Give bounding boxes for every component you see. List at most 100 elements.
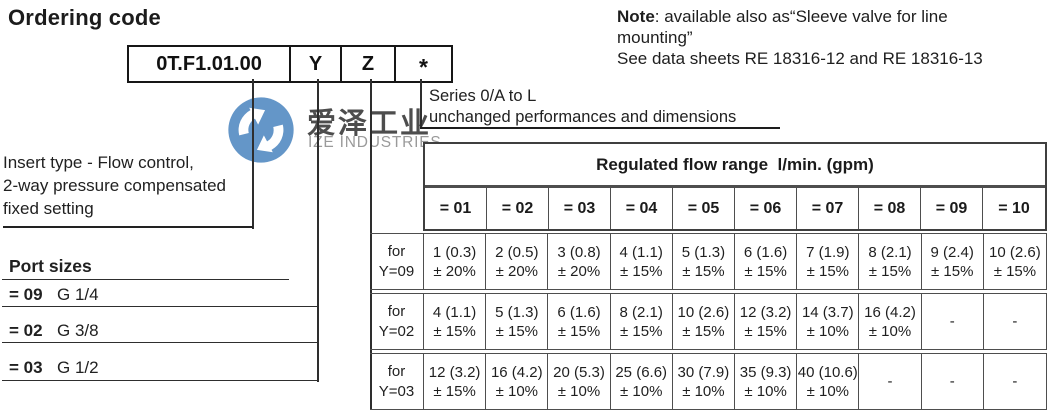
- row-label-1: for Y=02: [370, 293, 423, 350]
- cell-line: 16 (4.2): [490, 363, 543, 381]
- table-cell: 9 (2.4)± 15%: [922, 234, 984, 289]
- cell-line: 16 (4.2): [864, 303, 916, 321]
- code-segment-z: Z: [342, 47, 396, 81]
- table-cell: 10 (2.6)± 15%: [673, 294, 735, 349]
- col-header: = 06: [735, 188, 797, 229]
- table-cell: 12 (3.2)± 15%: [735, 294, 798, 349]
- port-size-row-09: = 09 G 1/4: [2, 285, 318, 307]
- cell-line: 1 (0.3): [432, 243, 477, 261]
- note-line-1: Note: available also as“Sleeve valve for…: [617, 6, 1047, 27]
- port-size-value: G 3/8: [57, 321, 99, 340]
- note-line-3: See data sheets RE 18316-12 and RE 18316…: [617, 49, 983, 68]
- insert-type-label: Insert type - Flow control, 2-way pressu…: [3, 151, 253, 228]
- table-cell: 25 (6.6)± 10%: [611, 354, 673, 409]
- code-segment-base: 0T.F1.01.00: [129, 47, 291, 81]
- col-header: = 01: [425, 188, 487, 229]
- col-header: = 05: [673, 188, 735, 229]
- cell-line: 10 (2.6): [989, 243, 1041, 261]
- port-sizes-heading: Port sizes: [2, 256, 289, 280]
- cell-line: 30 (7.9): [677, 363, 730, 381]
- ize-logo-icon: [228, 97, 294, 163]
- ordering-code-box: 0T.F1.01.00 Y Z *: [127, 45, 453, 83]
- cell-line: 5 (1.3): [681, 243, 726, 261]
- row-label-line: for: [387, 242, 406, 260]
- row-label-line: for: [387, 362, 406, 380]
- cell-line: 40 (10.6): [797, 363, 858, 381]
- cell-line: -: [949, 373, 955, 390]
- row-label-line: Y=09: [378, 262, 415, 280]
- insert-type-line-1: Insert type - Flow control,: [3, 153, 194, 172]
- table-cell: 3 (0.8)± 20%: [548, 234, 611, 289]
- cell-line: ± 15%: [993, 262, 1037, 280]
- watermark-en-text: IZE INDUSTRIES: [308, 134, 442, 151]
- table-cell: 30 (7.9)± 10%: [673, 354, 735, 409]
- cell-line: ± 20%: [557, 262, 601, 280]
- note-block: Note: available also as“Sleeve valve for…: [617, 6, 1047, 69]
- table-cell: -: [984, 354, 1046, 409]
- flow-table-row-2: 12 (3.2)± 15%16 (4.2)± 10%20 (5.3)± 10%2…: [423, 353, 1047, 410]
- connector-line-insert-type: [252, 79, 254, 229]
- cell-line: ± 10%: [495, 382, 538, 400]
- series-note-line-2: unchanged performances and dimensions: [429, 108, 737, 126]
- cell-line: 2 (0.5): [495, 243, 539, 261]
- cell-line: 3 (0.8): [557, 243, 601, 261]
- table-cell: 5 (1.3)± 15%: [486, 294, 549, 349]
- cell-line: 25 (6.6): [615, 363, 668, 381]
- series-note: Series 0/A to L unchanged performances a…: [429, 86, 736, 128]
- table-cell: 7 (1.9)± 15%: [797, 234, 860, 289]
- page-title: Ordering code: [8, 5, 161, 30]
- flow-table-title: Regulated flow range l/min. (gpm): [425, 144, 1045, 188]
- cell-line: 4 (1.1): [619, 243, 663, 261]
- row-label-line: Y=03: [378, 382, 415, 400]
- connector-line-z: [370, 79, 372, 409]
- port-size-code: = 03: [9, 358, 43, 377]
- table-cell: 5 (1.3)± 15%: [673, 234, 735, 289]
- cell-line: 12 (3.2): [428, 363, 481, 381]
- cell-line: 6 (1.6): [557, 303, 601, 321]
- table-cell: 6 (1.6)± 15%: [735, 234, 798, 289]
- cell-line: 14 (3.7): [801, 303, 854, 321]
- cell-line: 20 (5.3): [553, 363, 605, 381]
- cell-line: ± 15%: [619, 262, 663, 280]
- flow-table-row-0: 1 (0.3)± 20%2 (0.5)± 20%3 (0.8)± 20%4 (1…: [423, 233, 1047, 290]
- table-cell: 16 (4.2)± 10%: [859, 294, 922, 349]
- table-cell: 20 (5.3)± 10%: [548, 354, 611, 409]
- cell-line: 35 (9.3): [739, 363, 792, 381]
- row-label-line: Y=02: [378, 322, 415, 340]
- cell-line: ± 15%: [557, 322, 601, 340]
- cell-line: ± 15%: [619, 322, 663, 340]
- code-segment-y: Y: [291, 47, 342, 81]
- table-cell: 8 (2.1)± 15%: [611, 294, 673, 349]
- insert-type-line-2: 2-way pressure compensated: [3, 176, 227, 195]
- series-note-underline: [420, 127, 780, 129]
- flow-table-row-1: 4 (1.1)± 15%5 (1.3)± 15%6 (1.6)± 15%8 (2…: [423, 293, 1047, 350]
- cell-line: 4 (1.1): [432, 303, 477, 321]
- table-cell: 2 (0.5)± 20%: [486, 234, 549, 289]
- port-size-value: G 1/2: [57, 358, 99, 377]
- code-segment-star: *: [419, 54, 428, 80]
- col-header: = 10: [998, 199, 1030, 217]
- table-cell: 4 (1.1)± 15%: [611, 234, 673, 289]
- table-cell: 8 (2.1)± 15%: [859, 234, 922, 289]
- cell-line: ± 10%: [806, 382, 849, 400]
- cell-line: ± 15%: [806, 262, 849, 280]
- cell-line: 8 (2.1): [868, 243, 912, 261]
- col-header: = 07: [797, 188, 859, 229]
- port-size-value: G 1/4: [57, 285, 99, 304]
- cell-line: -: [887, 373, 893, 390]
- series-note-line-1: Series 0/A to L: [429, 87, 537, 105]
- watermark-cn-text: 爱泽工业: [307, 108, 432, 140]
- cell-line: ± 15%: [868, 262, 912, 280]
- cell-line: 10 (2.6): [677, 303, 730, 321]
- table-cell: -: [922, 354, 984, 409]
- cell-line: ± 10%: [744, 382, 787, 400]
- table-cell: 40 (10.6)± 10%: [797, 354, 860, 409]
- cell-line: ± 15%: [744, 322, 787, 340]
- cell-line: 7 (1.9): [806, 243, 850, 261]
- port-size-code: = 09: [9, 285, 43, 304]
- cell-line: ± 10%: [806, 322, 849, 340]
- row-label-2: for Y=03: [370, 353, 423, 410]
- table-cell: -: [922, 294, 984, 349]
